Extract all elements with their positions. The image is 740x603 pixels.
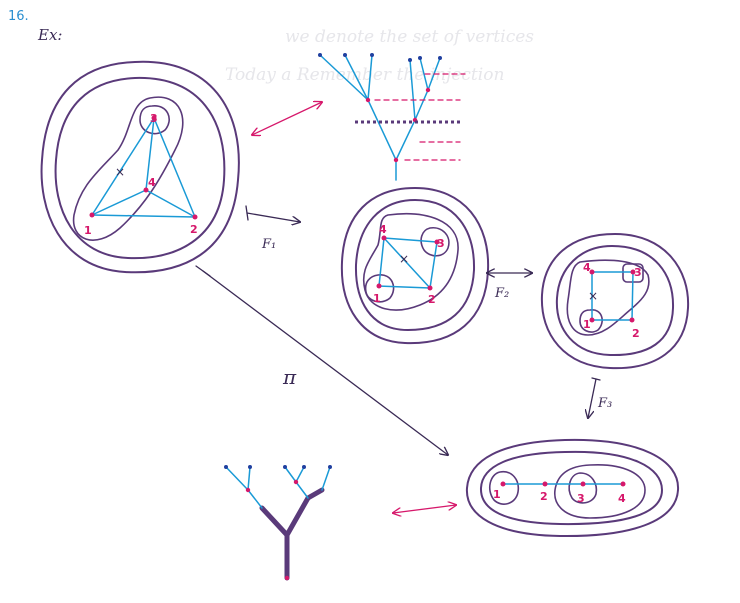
bottom-vertex-label-2: 2 (540, 490, 548, 503)
f2-label: F₂ (494, 286, 509, 301)
f2-cross-mark: × (588, 289, 598, 303)
edge-4-3 (145, 117, 155, 191)
edge-1-3 (91, 117, 155, 216)
f2-vertex-label-4: 4 (583, 261, 591, 274)
big-nested-diagram: 1 2 3 4 × (40, 60, 240, 274)
f2-vertex-label-2: 2 (632, 327, 640, 340)
bottom-vertex-label-1: 1 (493, 488, 501, 501)
faded-note-1: we denote the set of vertices (285, 27, 534, 47)
vertex-label-3: 3 (150, 112, 158, 125)
vertex-label-1: 1 (84, 224, 92, 237)
bottom-vertex-label-4: 4 (618, 492, 626, 505)
vertex3-loop (139, 105, 170, 135)
bottom-correspondence-arrow (393, 505, 456, 513)
pi-label: π (282, 365, 297, 389)
inner-region (72, 96, 184, 241)
f1-vertex-label-4: 4 (379, 223, 387, 236)
f1-vertex-label-1: 1 (373, 292, 381, 305)
bottom-tree (224, 465, 332, 581)
vertex-2 (192, 214, 198, 220)
f2-vertex-label-3: 3 (634, 266, 642, 279)
bottom-path-diagram: 1 2 3 4 (465, 438, 680, 538)
edge-4-2 (145, 189, 196, 218)
middle-boundary (54, 76, 226, 260)
f1-vertex-label-3: 3 (437, 237, 445, 250)
edge-3-2 (153, 117, 196, 218)
vertex-label-2: 2 (190, 223, 198, 236)
f2-map: F₂ (487, 273, 532, 301)
f3-arrow (588, 378, 597, 418)
example-label: Ex: (37, 26, 62, 44)
f1-map: F₁ (245, 205, 300, 252)
page-number: 16. (8, 9, 29, 24)
f1-arrow (246, 212, 300, 222)
edge-1-4 (91, 189, 147, 216)
f2-vertex-label-1: 1 (583, 318, 591, 331)
cross-mark: × (115, 165, 125, 179)
f3-label: F₃ (597, 396, 612, 411)
f1-diagram: 1 2 3 4 × (340, 186, 490, 345)
pi-arrow (202, 270, 448, 455)
f1-label: F₁ (261, 237, 276, 252)
vertex-1 (89, 212, 95, 218)
faded-note-2: Today a Remember the injection (225, 65, 504, 85)
bottom-vertex-label-3: 3 (577, 492, 585, 505)
vertex-4 (143, 187, 149, 193)
outer-boundary (40, 60, 240, 274)
f1-cross-mark: × (399, 252, 409, 266)
top-tree (318, 53, 466, 181)
f1-vertex-label-2: 2 (428, 293, 436, 306)
f3-map: F₃ (588, 377, 612, 418)
f2-diagram: 1 2 3 4 × (540, 232, 690, 370)
tree-correspondence-arrow (252, 102, 322, 135)
pi-map: π (195, 265, 448, 455)
vertex-label-4: 4 (148, 176, 156, 189)
vertex-3 (151, 115, 157, 121)
edge-1-2 (91, 214, 196, 218)
